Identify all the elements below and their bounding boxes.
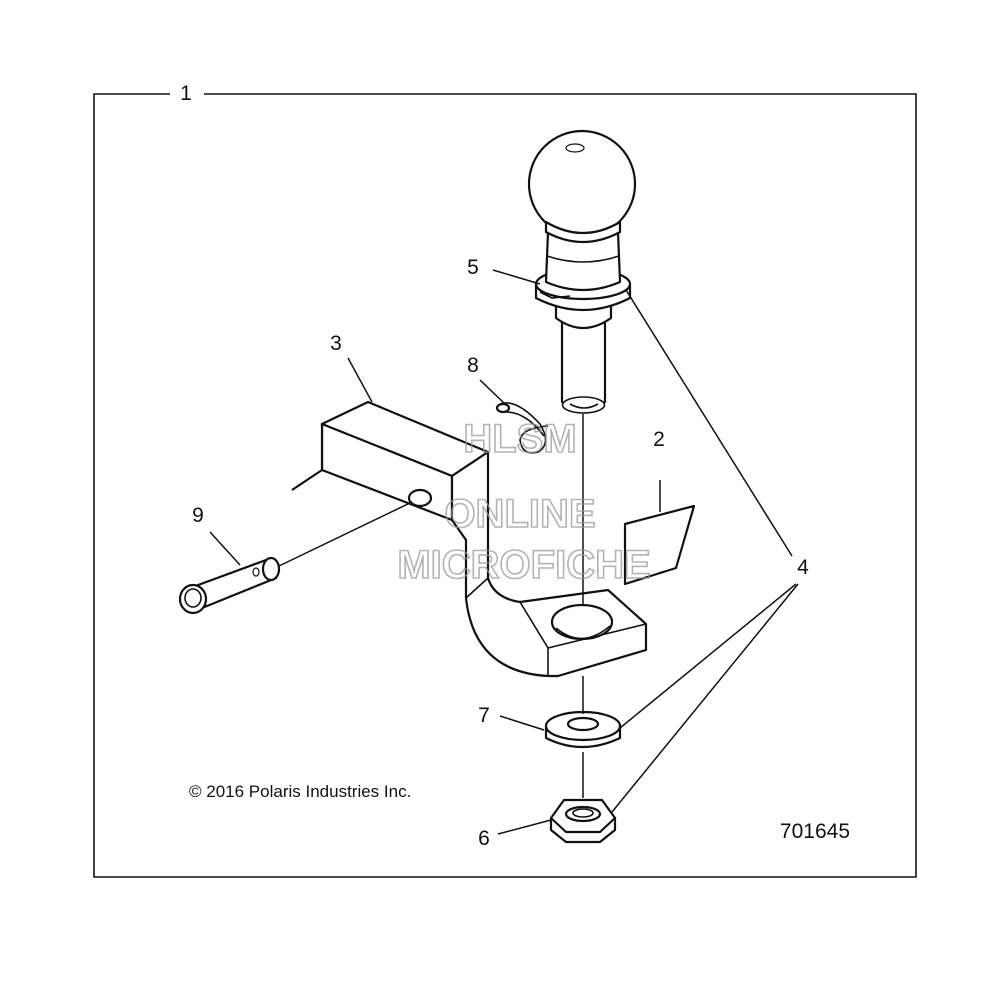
watermark-line-2: ONLINE <box>444 492 595 536</box>
watermark: HLSM ONLINE MICROFICHE <box>397 416 652 588</box>
watermark-line-1: HLSM <box>463 417 576 461</box>
callout-6: 6 <box>478 827 490 850</box>
callout-9: 9 <box>192 504 204 527</box>
hitch-pin <box>178 556 281 615</box>
drawbar <box>291 400 648 678</box>
callout-5: 5 <box>467 256 479 279</box>
copyright-text: © 2016 Polaris Industries Inc. <box>189 782 411 801</box>
clip-pin <box>495 402 549 454</box>
hitch-ball <box>527 129 637 414</box>
callout-3: 3 <box>330 332 342 355</box>
lock-washer <box>544 710 622 748</box>
callout-7: 7 <box>478 704 490 727</box>
label-decal <box>623 504 696 586</box>
leader-lines <box>209 269 799 835</box>
callout-8: 8 <box>467 354 479 377</box>
hex-nut <box>549 798 617 844</box>
assembly-frame <box>93 93 917 878</box>
callout-4: 4 <box>797 556 809 579</box>
callout-2: 2 <box>653 428 665 451</box>
watermark-line-3: MICROFICHE <box>397 543 650 587</box>
callout-1: 1 <box>180 82 192 105</box>
drawing-number: 701645 <box>780 820 850 843</box>
